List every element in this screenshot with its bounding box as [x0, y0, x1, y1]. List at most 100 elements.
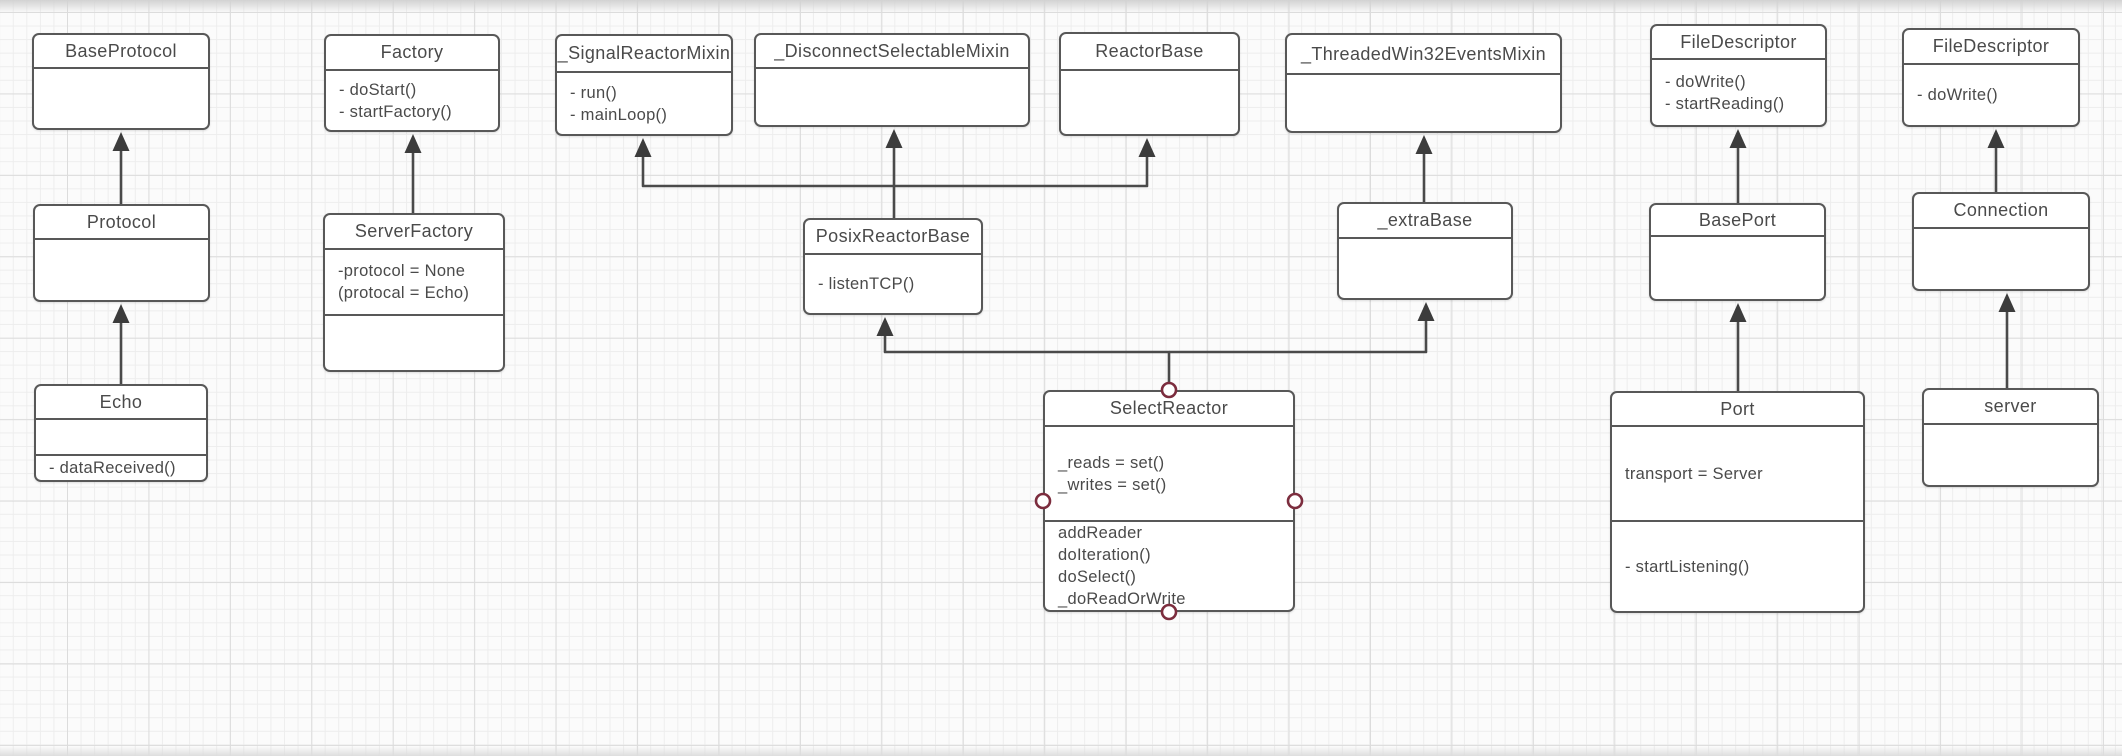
- class-member: - doStart(): [339, 80, 417, 99]
- class-title: server: [1984, 396, 2037, 416]
- connector-extra-base-to-threaded-win32-events-mixin[interactable]: [1415, 135, 1433, 202]
- class-member: - dataReceived(): [49, 459, 176, 477]
- class-member: _writes = set(): [1058, 475, 1167, 494]
- class-member: -protocol = None: [338, 262, 466, 280]
- uml-class-connection[interactable]: Connection: [1912, 192, 2090, 291]
- connector-port-to-base-port[interactable]: [1729, 303, 1747, 391]
- uml-class-protocol[interactable]: Protocol: [33, 204, 210, 302]
- generalization-arrowhead: [885, 129, 903, 148]
- class-title: FileDescriptor: [1680, 31, 1797, 52]
- connector-posix-reactor-base-to-disconnect-selectable-mixin[interactable]: [885, 129, 903, 218]
- class-title: FileDescriptor: [1932, 36, 2050, 56]
- class-compartment: - doWrite(): [1904, 65, 2078, 125]
- uml-class-select-reactor[interactable]: SelectReactor _reads = set() _writes = set…: [1043, 390, 1295, 612]
- class-compartment: [325, 314, 503, 370]
- generalization-arrowhead: [1987, 129, 2005, 148]
- class-compartment: _reads = set() _writes = set(): [1045, 427, 1293, 520]
- generalization-arrowhead: [1417, 302, 1435, 321]
- class-member: - doWrite(): [1917, 86, 1998, 104]
- connector-posix-reactor-base-to-signal-reactor-mixin[interactable]: [634, 138, 895, 188]
- generalization-arrowhead: [1138, 138, 1156, 157]
- class-title: ServerFactory: [354, 221, 474, 241]
- connector-connection-to-file-descriptor-2[interactable]: [1987, 129, 2005, 192]
- class-compartment: - run() - mainLoop(): [557, 73, 731, 134]
- class-compartment: [35, 240, 208, 300]
- uml-class-posix-reactor-base[interactable]: PosixReactorBase - listenTCP(): [803, 218, 983, 315]
- generalization-arrowhead: [404, 134, 422, 153]
- class-compartment: - doStart() - startFactory(): [326, 71, 498, 130]
- generalization-arrowhead: [634, 138, 652, 157]
- class-compartment: -protocol = None (protocal = Echo): [325, 250, 503, 314]
- connector-select-reactor-to-posix-reactor-base[interactable]: [876, 317, 1171, 390]
- class-title: _DisconnectSelectableMixin: [774, 40, 1010, 61]
- class-compartment: - dataReceived(): [36, 454, 206, 480]
- uml-class-reactor-base[interactable]: ReactorBase: [1059, 32, 1240, 136]
- uml-class-factory[interactable]: Factory- doStart()- startFactory(): [324, 34, 500, 132]
- class-member: _reads = set(): [1058, 453, 1165, 472]
- class-member: - startListening(): [1625, 557, 1750, 576]
- connector-protocol-to-base-protocol[interactable]: [112, 132, 130, 204]
- class-title: SelectReactor: [1109, 398, 1229, 418]
- class-member: _doReadOrWrite: [1058, 590, 1186, 608]
- class-title: _SignalReactorMixin: [557, 43, 731, 63]
- connector-echo-to-protocol[interactable]: [112, 304, 130, 384]
- connector-select-reactor-to-extra-base[interactable]: [1169, 302, 1435, 354]
- uml-class-signal-reactor-mixin[interactable]: _SignalReactorMixin - run() - mainLoop(): [555, 34, 733, 136]
- class-compartment: - doWrite() - startReading(): [1652, 60, 1825, 125]
- class-member: - startFactory(): [339, 102, 452, 121]
- connector-posix-reactor-base-to-reactor-base[interactable]: [894, 138, 1156, 188]
- class-member: - run(): [570, 83, 618, 102]
- class-title: PosixReactorBase: [815, 226, 971, 246]
- connector-server-to-connection[interactable]: [1998, 293, 2016, 388]
- class-title: BaseProtocol: [65, 40, 177, 61]
- class-compartment: [1924, 425, 2097, 485]
- generalization-arrowhead: [876, 317, 894, 336]
- uml-class-disconnect-selectable-mixin[interactable]: _DisconnectSelectableMixin: [754, 33, 1030, 127]
- class-compartment: [34, 69, 208, 128]
- class-member: addReader: [1058, 524, 1143, 542]
- uml-class-base-port[interactable]: BasePort: [1649, 203, 1826, 301]
- class-title: _extraBase: [1377, 210, 1473, 230]
- uml-class-base-protocol[interactable]: BaseProtocol: [32, 33, 210, 130]
- generalization-arrowhead: [1729, 303, 1747, 322]
- class-compartment: [1914, 229, 2088, 289]
- connector-base-port-to-file-descriptor-1[interactable]: [1729, 129, 1747, 203]
- uml-class-echo[interactable]: Echo - dataReceived(): [34, 384, 208, 482]
- class-member: doIteration(): [1058, 546, 1151, 564]
- uml-class-server[interactable]: server: [1922, 388, 2099, 487]
- class-member: - doWrite(): [1665, 72, 1746, 91]
- class-member: - mainLoop(): [570, 105, 668, 124]
- generalization-arrowhead: [1729, 129, 1747, 148]
- uml-class-threaded-win32-events-mixin[interactable]: _ThreadedWin32EventsMixin: [1285, 33, 1562, 133]
- class-member: - listenTCP(): [818, 275, 915, 293]
- class-title: _ThreadedWin32EventsMixin: [1300, 43, 1547, 64]
- uml-class-port[interactable]: Port transport = Server - startListening(): [1610, 391, 1865, 613]
- class-member: (protocal = Echo): [338, 284, 470, 302]
- class-title: Port: [1720, 398, 1755, 419]
- class-title: Echo: [99, 391, 143, 412]
- class-compartment: [1651, 237, 1824, 299]
- class-compartment: - listenTCP(): [805, 255, 981, 313]
- class-member: transport = Server: [1625, 464, 1763, 483]
- class-compartment: transport = Server: [1612, 427, 1863, 520]
- class-compartment: [1339, 239, 1511, 298]
- uml-class-file-descriptor-2[interactable]: FileDescriptor - doWrite(): [1902, 28, 2080, 127]
- class-compartment: [756, 69, 1028, 125]
- connector-server-factory-to-factory[interactable]: [404, 134, 422, 213]
- uml-class-extra-base[interactable]: _extraBase: [1337, 202, 1513, 300]
- class-compartment: [1061, 71, 1238, 134]
- class-title: Protocol: [86, 211, 157, 232]
- class-compartment: - startListening(): [1612, 520, 1863, 611]
- class-compartment: [1287, 75, 1560, 131]
- class-title: BasePort: [1698, 209, 1777, 230]
- class-member: - startReading(): [1665, 94, 1785, 113]
- generalization-arrowhead: [112, 304, 130, 323]
- generalization-arrowhead: [1415, 135, 1433, 154]
- generalization-arrowhead: [112, 132, 130, 151]
- uml-class-server-factory[interactable]: ServerFactory -protocol = None (protocal =…: [323, 213, 505, 372]
- uml-class-file-descriptor-1[interactable]: FileDescriptor - doWrite() - startReading(…: [1650, 24, 1827, 127]
- class-title: ReactorBase: [1095, 41, 1204, 61]
